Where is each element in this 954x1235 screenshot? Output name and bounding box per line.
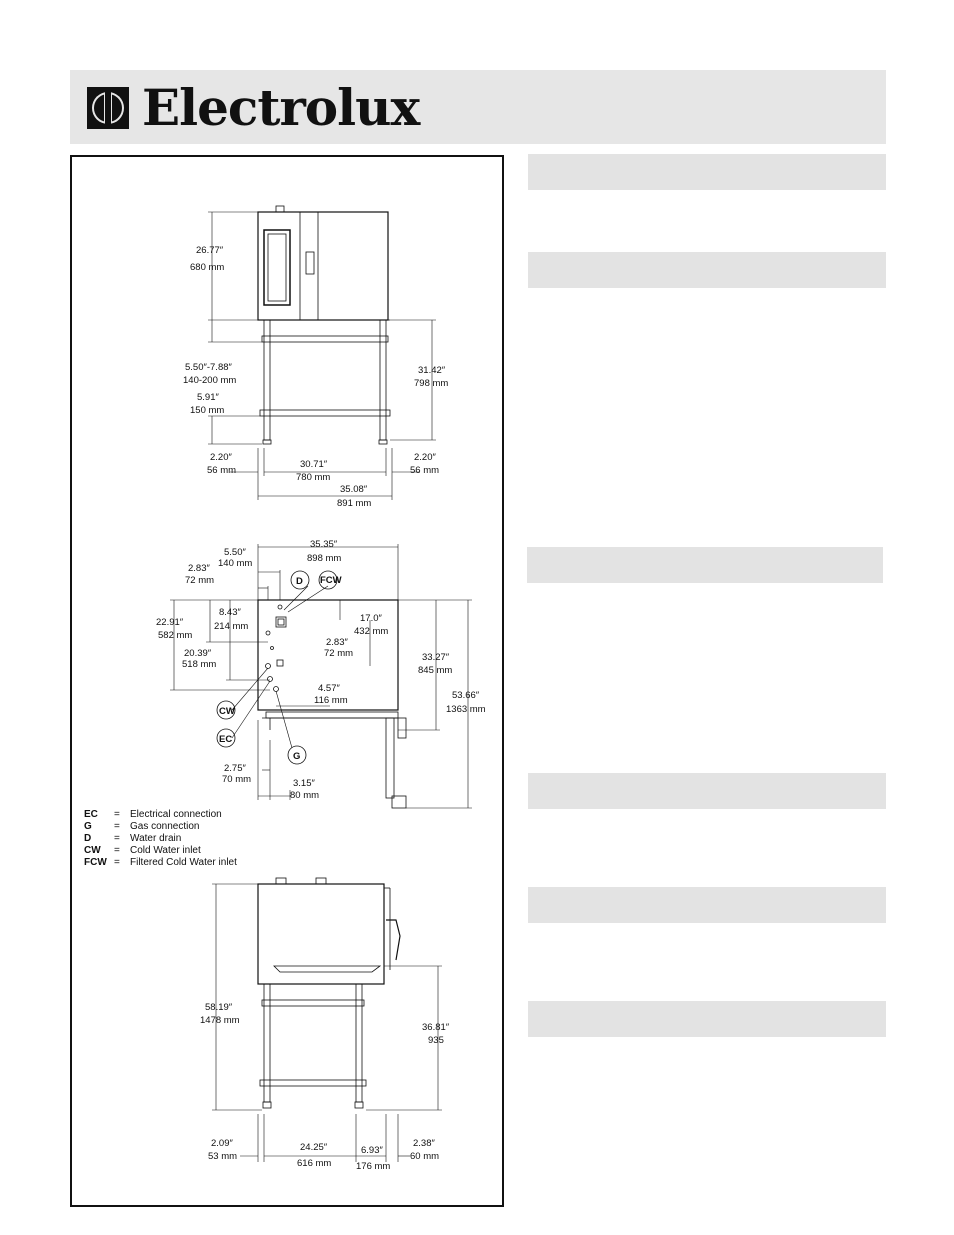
legend-equals: =	[114, 857, 120, 868]
back-dim-e: 17.0″	[360, 613, 382, 624]
back-dim-l: 3.15″	[293, 778, 315, 789]
side-dim-depth-mm: 616 mm	[297, 1158, 331, 1169]
front-view-stand	[258, 319, 391, 445]
side-dim-b: 6.93″	[361, 1145, 383, 1156]
back-dim-width-mm: 898 mm	[307, 553, 341, 564]
side-dim-c: 2.38″	[413, 1138, 435, 1149]
front-dim-total-width-mm: 891 mm	[337, 498, 371, 509]
section-bar-2	[528, 252, 886, 288]
section-bar-4	[528, 773, 886, 809]
side-dim-stand-height: 36.81″	[422, 1022, 450, 1033]
legend-label: Filtered Cold Water inlet	[130, 857, 237, 868]
front-dim-right-offset: 2.20″	[414, 452, 436, 463]
front-dim-leg-adjust: 5.50″-7.88″	[185, 362, 233, 373]
front-dim-left-offset: 2.20″	[210, 452, 232, 463]
side-dim-a-mm: 53 mm	[208, 1151, 237, 1162]
legend-row: CW = Cold Water inlet	[84, 845, 237, 857]
brand-logo: Electrolux	[86, 78, 420, 137]
legend-equals: =	[114, 833, 120, 844]
section-bar-5	[528, 887, 886, 923]
legend-code: FCW	[84, 857, 107, 868]
legend-row: EC = Electrical connection	[84, 809, 237, 821]
legend-label: Gas connection	[130, 821, 200, 832]
front-dim-left-offset-mm: 56 mm	[207, 465, 236, 476]
back-dim-e-mm: 432 mm	[354, 626, 388, 637]
legend-code: D	[84, 833, 92, 844]
callout-fcw: FCW	[320, 575, 342, 586]
dimension-drawing-frame	[70, 155, 504, 1207]
side-dim-c-mm: 60 mm	[410, 1151, 439, 1162]
callout-g: G	[293, 751, 300, 762]
front-dim-shelf: 5.91″	[197, 392, 219, 403]
front-dim-right-offset-mm: 56 mm	[410, 465, 439, 476]
back-dim-j-mm: 116 mm	[314, 695, 348, 706]
front-dim-leg-adjust-mm: 140-200 mm	[183, 375, 236, 386]
front-dim-shelf-mm: 150 mm	[190, 405, 224, 416]
back-dim-k: 2.75″	[224, 763, 246, 774]
back-dim-k-mm: 70 mm	[222, 774, 251, 785]
front-dim-inner-width-mm: 780 mm	[296, 472, 330, 483]
front-dim-inner-width: 30.71″	[300, 459, 328, 470]
callout-cw: CW	[219, 706, 235, 717]
legend-equals: =	[114, 809, 120, 820]
side-dim-total-height-mm: 1478 mm	[200, 1015, 240, 1026]
legend-row: G = Gas connection	[84, 821, 237, 833]
back-dim-f-mm: 72 mm	[324, 648, 353, 659]
back-dim-g: 20.39″	[184, 648, 212, 659]
front-dim-total-width: 35.08″	[340, 484, 368, 495]
back-dim-b-mm: 72 mm	[185, 575, 214, 586]
legend-row: D = Water drain	[84, 833, 237, 845]
side-dim-depth: 24.25″	[300, 1142, 328, 1153]
back-dim-d-mm: 214 mm	[214, 621, 248, 632]
back-dim-f: 2.83″	[326, 637, 348, 648]
side-view-stand	[259, 983, 367, 1109]
side-dim-b-mm: 176 mm	[356, 1161, 390, 1172]
back-dim-j: 4.57″	[318, 683, 340, 694]
legend-code: CW	[84, 845, 101, 856]
side-dim-total-height: 58.19″	[205, 1002, 233, 1013]
brand-header: Electrolux	[70, 70, 886, 144]
legend-label: Electrical connection	[130, 809, 222, 820]
side-view-oven	[257, 877, 401, 985]
legend-code: EC	[84, 809, 98, 820]
back-dim-h: 33.27″	[422, 652, 450, 663]
side-dim-a: 2.09″	[211, 1138, 233, 1149]
back-dim-d: 8.43″	[219, 607, 241, 618]
side-dim-stand-height-mm: 935	[428, 1035, 444, 1046]
back-dim-i: 53.66″	[452, 690, 480, 701]
back-dim-c: 22.91″	[156, 617, 184, 628]
back-dim-i-mm: 1363 mm	[446, 704, 486, 715]
front-dim-stand-height-mm: 798 mm	[414, 378, 448, 389]
back-dim-width: 35.35″	[310, 539, 338, 550]
front-dim-stand-height: 31.42″	[418, 365, 446, 376]
callout-d: D	[296, 576, 303, 587]
back-dim-b: 2.83″	[188, 563, 210, 574]
back-dim-g-mm: 518 mm	[182, 659, 216, 670]
legend-label: Water drain	[130, 833, 182, 844]
legend-label: Cold Water inlet	[130, 845, 201, 856]
section-bar-6	[528, 1001, 886, 1037]
brand-name: Electrolux	[142, 78, 420, 137]
back-dim-c-mm: 582 mm	[158, 630, 192, 641]
front-dim-height-top: 26.77″	[196, 245, 224, 256]
legend-equals: =	[114, 821, 120, 832]
back-dim-a: 5.50″	[224, 547, 246, 558]
section-bar-1	[528, 154, 886, 190]
legend-equals: =	[114, 845, 120, 856]
connection-legend: EC = Electrical connection G = Gas conne…	[84, 809, 237, 869]
back-dim-h-mm: 845 mm	[418, 665, 452, 676]
electrolux-logo-icon	[87, 87, 129, 129]
front-view-oven	[257, 205, 389, 321]
back-view-stand	[262, 711, 407, 809]
section-bar-3	[527, 547, 883, 583]
back-dim-l-mm: 80 mm	[290, 790, 319, 801]
legend-code: G	[84, 821, 92, 832]
callout-ec: EC	[219, 734, 232, 745]
back-view-oven	[257, 599, 399, 711]
back-dim-a-mm: 140 mm	[218, 558, 252, 569]
legend-row: FCW = Filtered Cold Water inlet	[84, 857, 237, 869]
front-dim-height-top-mm: 680 mm	[190, 262, 224, 273]
